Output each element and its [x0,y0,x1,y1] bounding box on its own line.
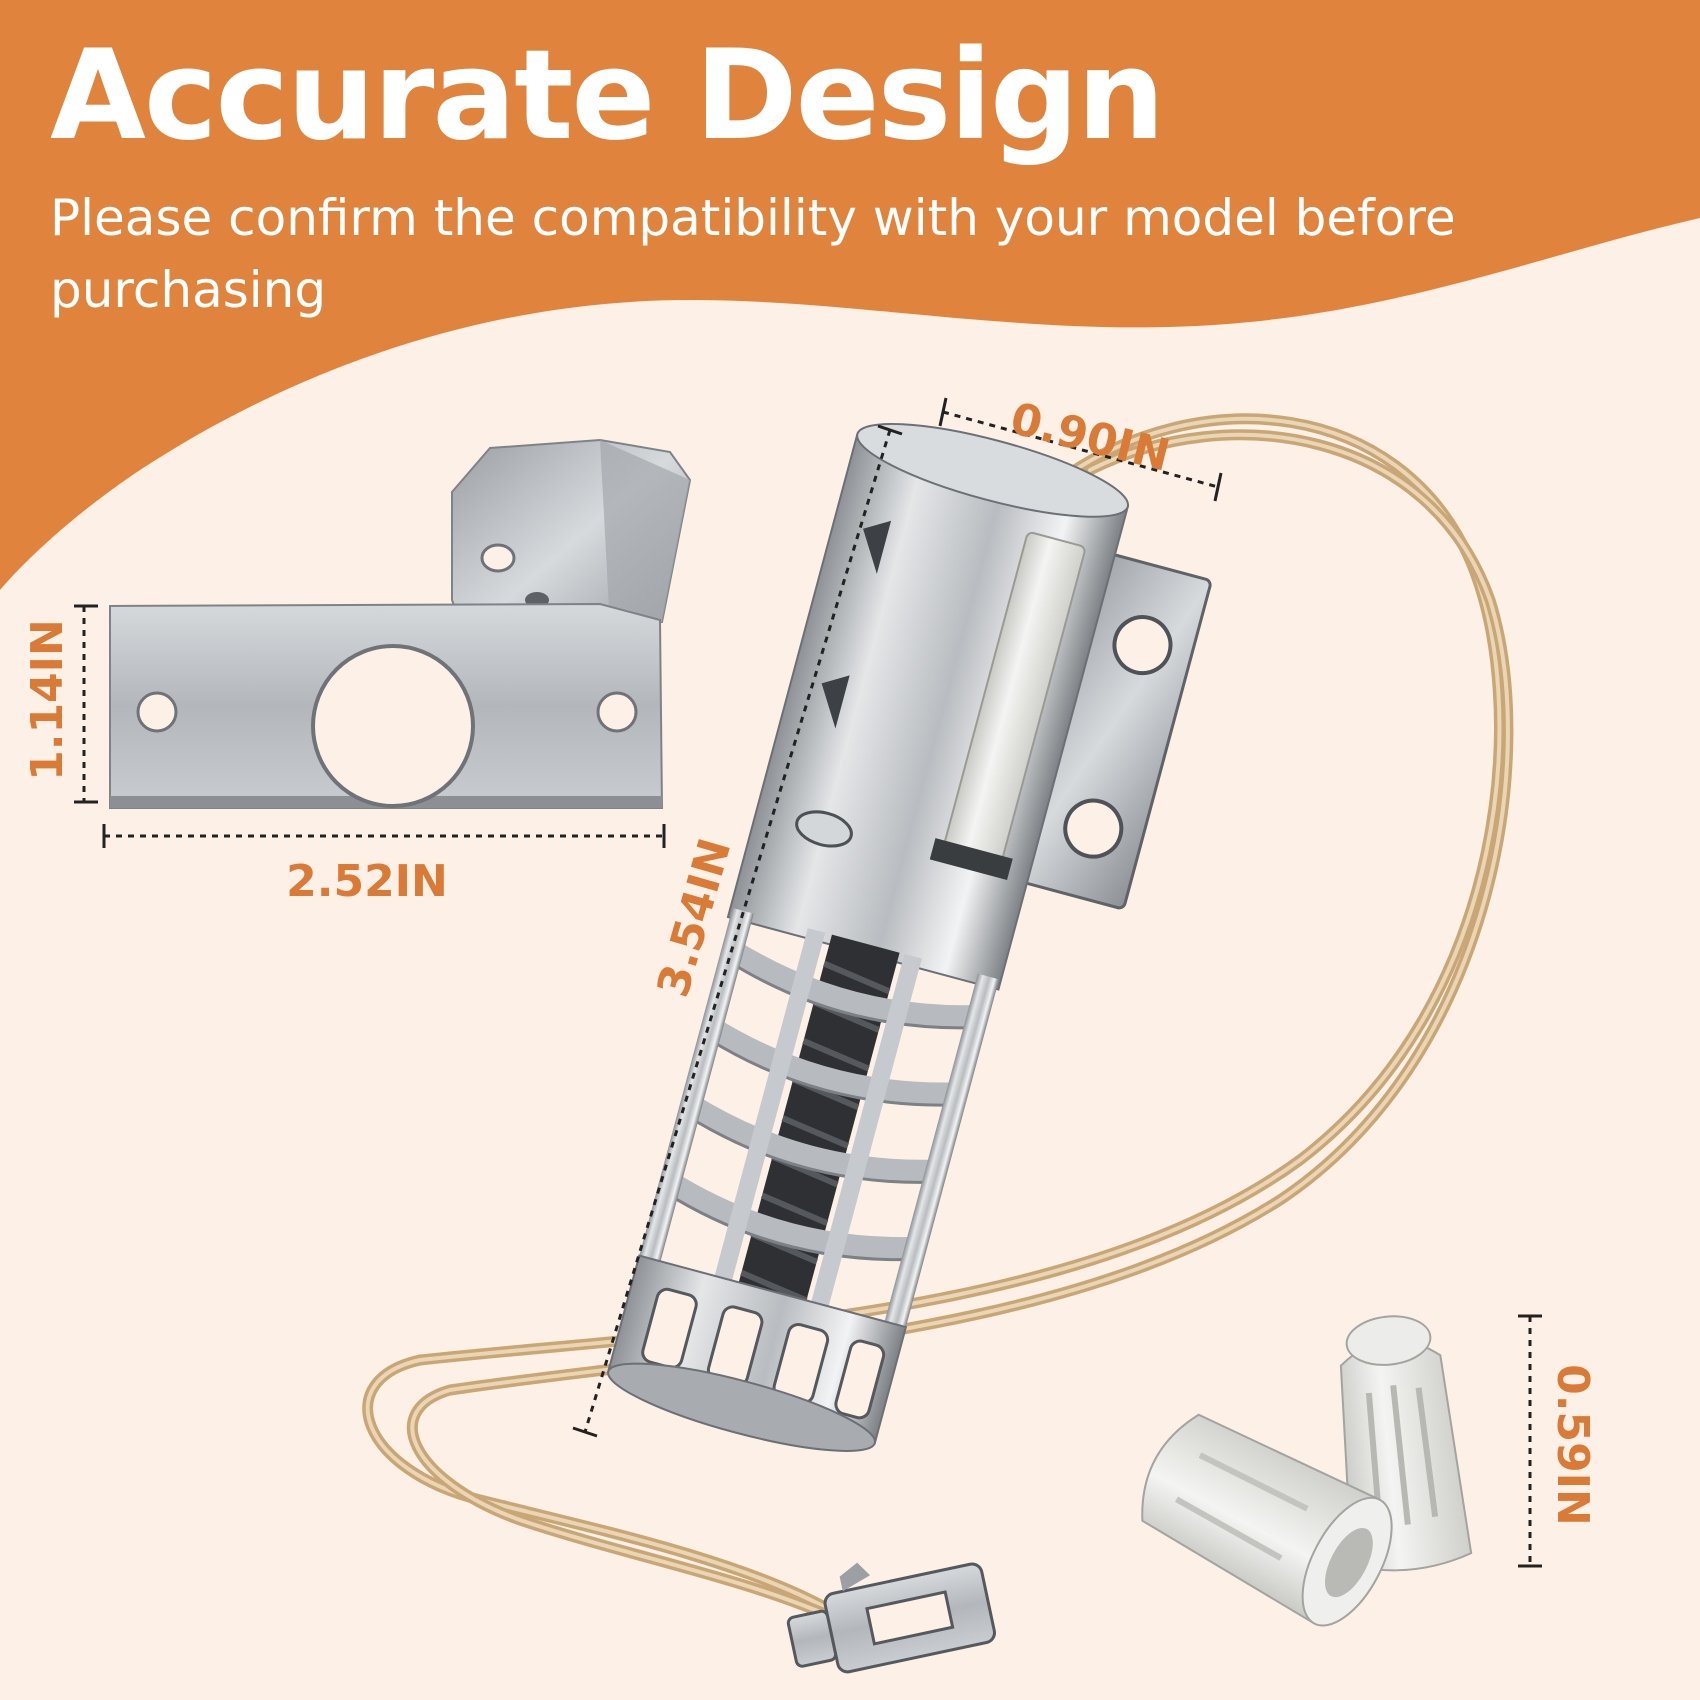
bracket-width-label: 2.52IN [286,856,448,907]
wire-terminal [786,1562,996,1674]
bracket-height-label: 1.14IN [22,619,73,781]
page-title: Accurate Design [50,24,1165,168]
header-band [0,0,1700,590]
bracket-dimension-lines [74,604,666,848]
mounting-bracket [109,438,692,809]
wire-nuts [1141,1315,1473,1627]
page-subtitle: Please confirm the compatibility with yo… [50,189,1456,319]
igniter-wires [362,413,1514,1636]
igniter-body [607,422,1212,1452]
connector-dimension-line [1518,1314,1542,1568]
connector-height-label: 0.59IN [1547,1364,1598,1526]
igniter-dimension-lines [572,397,1223,1438]
